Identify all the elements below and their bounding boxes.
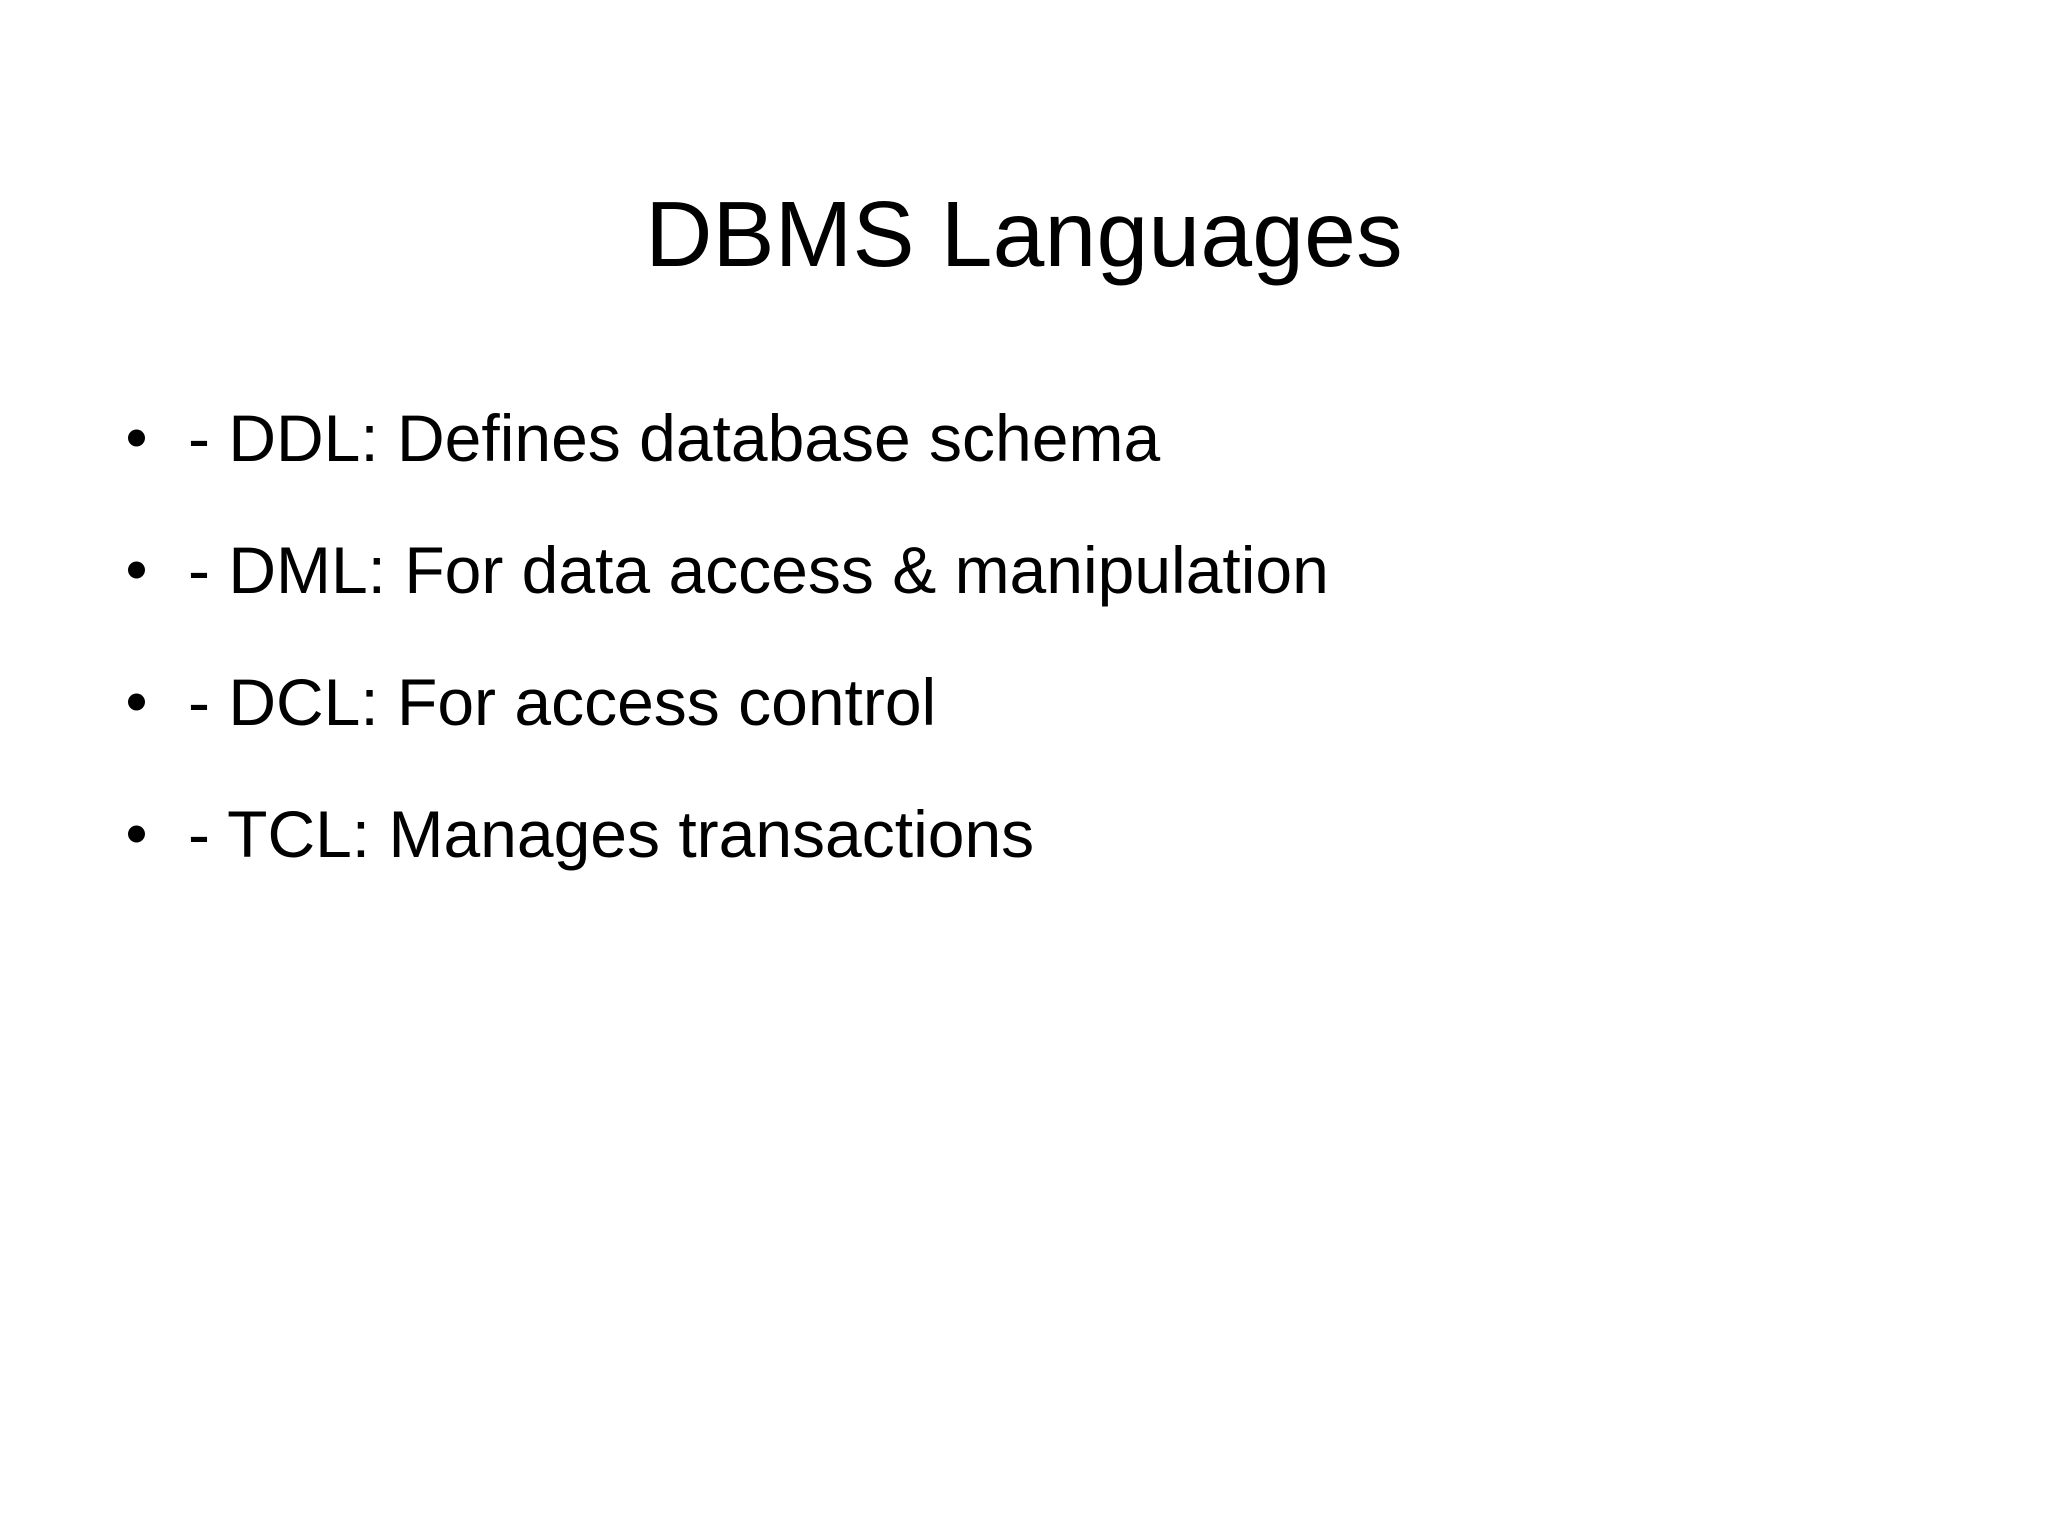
list-item: - DCL: For access control (110, 636, 1960, 768)
bullet-dot-icon (128, 693, 145, 711)
list-item-label: - DDL: Defines database schema (188, 401, 1161, 475)
list-item: - DDL: Defines database schema (110, 372, 1960, 504)
list-item-label: - DCL: For access control (188, 665, 937, 739)
list-item-label: - DML: For data access & manipulation (188, 533, 1329, 607)
list-item: - DML: For data access & manipulation (110, 504, 1960, 636)
slide-title: DBMS Languages (645, 182, 1403, 287)
bullet-dot-icon (128, 825, 145, 843)
list-item-label: - TCL: Manages transactions (188, 797, 1035, 871)
bullet-dot-icon (128, 561, 145, 579)
slide-bullet-list: - DDL: Defines database schema - DML: Fo… (110, 372, 1960, 900)
bullet-dot-icon (128, 429, 145, 447)
list-item: - TCL: Manages transactions (110, 768, 1960, 900)
